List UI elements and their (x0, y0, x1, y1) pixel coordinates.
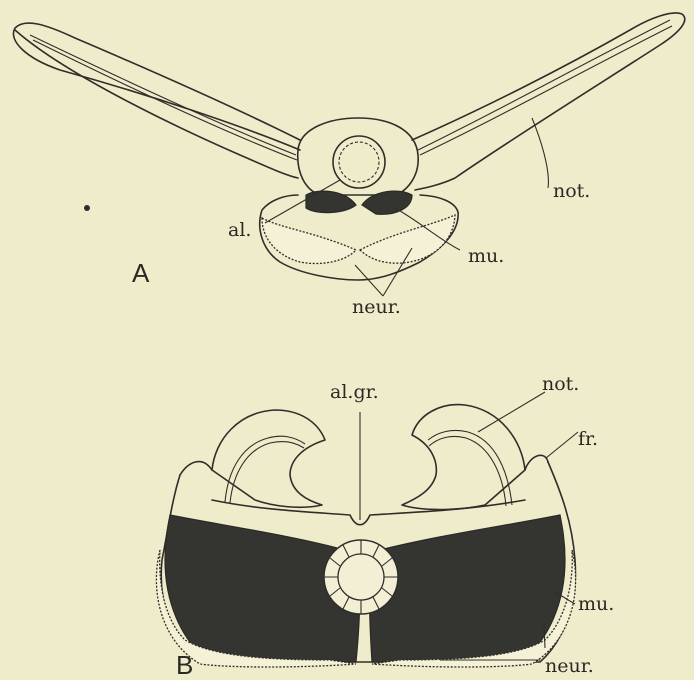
panel-b-letter: B (176, 650, 193, 680)
panel-b-label-not: not. (542, 373, 579, 395)
panel-b-left-frill (180, 462, 212, 475)
panel-b-right-lobe (402, 405, 525, 510)
panel-b-muscle-right (370, 515, 565, 662)
panel-a-central-body (298, 118, 418, 195)
panel-b-left-notochord-1 (225, 436, 305, 502)
panel-a-letter: A (132, 258, 150, 288)
panel-b-gut-inner (338, 554, 384, 600)
panel-b-left-lobe (212, 410, 325, 507)
panel-a-gut-inner (339, 142, 379, 182)
panel-b: al.gr. not. fr. mu. neur. B (156, 373, 614, 680)
panel-a-label-not: not. (553, 180, 590, 202)
panel-a-leader-not (532, 118, 548, 188)
panel-a-notochord-right-1 (418, 20, 670, 150)
panel-a-neural-left (262, 218, 356, 264)
panel-b-left-notochord-2 (230, 442, 304, 503)
panel-b-label-neur: neur. (545, 655, 594, 677)
panel-b-leader-fr (546, 432, 578, 458)
panel-a-notochord-left-2 (33, 40, 297, 160)
panel-a-body-outline (13, 13, 684, 190)
panel-b-label-mu: mu. (578, 593, 614, 615)
panel-a-label-mu: mu. (468, 245, 504, 267)
panel-b-right-notochord-2 (429, 436, 506, 506)
panel-a-spot (84, 205, 90, 211)
panel-b-right-frill (525, 455, 548, 470)
panel-a-label-al: al. (228, 219, 251, 241)
panel-a: not. al. mu. neur. A (13, 13, 684, 318)
panel-a-label-neur: neur. (352, 296, 401, 318)
panel-b-right-notochord-1 (428, 430, 512, 505)
panel-a-gut-outer (333, 136, 385, 188)
panel-b-dorsal-ridge (212, 500, 525, 525)
panel-a-notochord-right-2 (420, 26, 672, 155)
panel-b-label-algr: al.gr. (330, 381, 379, 403)
panel-b-label-fr: fr. (578, 428, 598, 450)
panel-a-notochord-left-1 (30, 35, 296, 155)
